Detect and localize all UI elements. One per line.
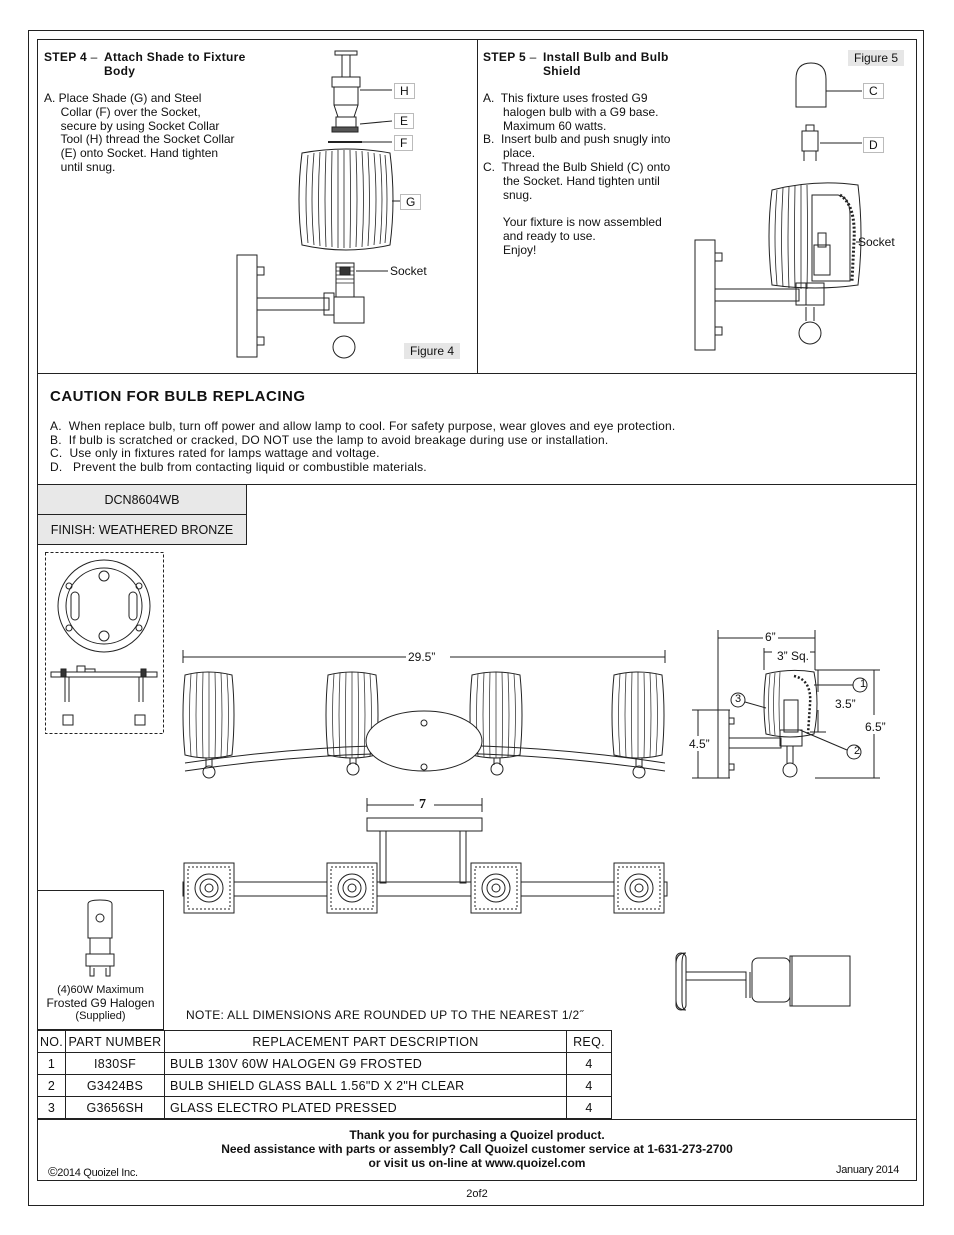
step4-number: STEP 4 bbox=[44, 50, 87, 64]
step5-title: STEP 5 – Install Bulb and Bulb Shield bbox=[483, 50, 669, 78]
header-no: NO. bbox=[37, 1030, 66, 1053]
dim-overall-height: 6.5” bbox=[864, 720, 887, 734]
caution-text: A. When replace bulb, turn off power and… bbox=[50, 419, 676, 474]
figure4-label-h: H bbox=[394, 83, 415, 99]
page-outer-border bbox=[28, 30, 924, 1206]
callout-3: 3 bbox=[734, 693, 742, 705]
dim-spacing: 7 bbox=[419, 797, 426, 812]
bulb-caption: (4)60W Maximum Frosted G9 Halogen (Suppl… bbox=[37, 984, 164, 1023]
footer-date: January 2014 bbox=[836, 1164, 900, 1176]
header-part-number: PART NUMBER bbox=[65, 1030, 165, 1053]
footer-website: or visit us on-line at www.quoizel.com bbox=[368, 1156, 586, 1170]
row-part-number: G3656SH bbox=[65, 1096, 165, 1119]
top-view-drawing bbox=[182, 798, 668, 914]
step-divider bbox=[477, 39, 478, 373]
dimension-note: NOTE: ALL DIMENSIONS ARE ROUNDED UP TO T… bbox=[186, 1008, 584, 1022]
figure4-label-g: G bbox=[400, 194, 422, 210]
dim-depth: 6” bbox=[764, 630, 777, 644]
bulb-caption-line3: (Supplied) bbox=[75, 1010, 126, 1022]
side-detail-drawing bbox=[675, 952, 851, 1011]
row-no: 1 bbox=[37, 1052, 66, 1075]
row-no: 3 bbox=[37, 1096, 66, 1119]
dim-backplate: 3” Sq. bbox=[776, 649, 811, 663]
page-number: 2of2 bbox=[466, 1188, 488, 1200]
callout-2: 2 bbox=[853, 745, 861, 757]
step5-title-line1: Install Bulb and Bulb bbox=[543, 50, 669, 64]
row-part-number: G3424BS bbox=[65, 1074, 165, 1097]
step5-instructions: A. This fixture uses frosted G9 halogen … bbox=[483, 91, 671, 257]
row-req: 4 bbox=[566, 1096, 612, 1119]
figure4-label-f: F bbox=[394, 135, 414, 151]
model-finish: FINISH: WEATHERED BRONZE bbox=[37, 514, 247, 545]
step5-title-line2: Shield bbox=[543, 64, 581, 78]
bulb-caption-line2: Frosted G9 Halogen bbox=[46, 996, 155, 1010]
caution-title: CAUTION FOR BULB REPLACING bbox=[50, 388, 306, 405]
header-description: REPLACEMENT PART DESCRIPTION bbox=[164, 1030, 567, 1053]
step4-title-line2: Body bbox=[104, 64, 136, 78]
figure4-caption: Figure 4 bbox=[404, 343, 461, 359]
row-description: BULB SHIELD GLASS BALL 1.56"D X 2"H CLEA… bbox=[164, 1074, 567, 1097]
step5-number: STEP 5 bbox=[483, 50, 526, 64]
footer-assistance: Need assistance with parts or assembly? … bbox=[221, 1142, 733, 1156]
figure4-drawing bbox=[236, 50, 402, 359]
section-divider-1 bbox=[37, 373, 917, 374]
footer-copyright: ©2014 Quoizel Inc. bbox=[48, 1164, 138, 1179]
section-divider-2 bbox=[37, 484, 917, 485]
bulb-icon bbox=[85, 899, 115, 977]
row-description: GLASS ELECTRO PLATED PRESSED bbox=[164, 1096, 567, 1119]
bulb-box bbox=[37, 890, 164, 1030]
figure5-label-socket: Socket bbox=[858, 235, 895, 249]
row-req: 4 bbox=[566, 1074, 612, 1097]
dim-arm-height: 4.5” bbox=[688, 737, 711, 751]
footer-thanks: Thank you for purchasing a Quoizel produ… bbox=[349, 1128, 605, 1142]
dim-width: 29.5” bbox=[406, 650, 438, 664]
row-no: 2 bbox=[37, 1074, 66, 1097]
figure5-drawing bbox=[694, 62, 862, 351]
section-divider-3 bbox=[37, 1119, 917, 1120]
callout-1: 1 bbox=[859, 678, 867, 690]
figure5-caption: Figure 5 bbox=[848, 50, 905, 66]
copyright-icon: © bbox=[48, 1164, 58, 1179]
mounting-bracket-drawing bbox=[45, 552, 164, 734]
header-req: REQ. bbox=[566, 1030, 612, 1053]
step4-title: STEP 4 – Attach Shade to Fixture Body bbox=[44, 50, 246, 78]
parts-table-header: NO. PART NUMBER REPLACEMENT PART DESCRIP… bbox=[37, 1030, 612, 1053]
row-description: BULB 130V 60W HALOGEN G9 FROSTED bbox=[164, 1052, 567, 1075]
step4-title-line1: Attach Shade to Fixture bbox=[104, 50, 246, 64]
figure5-label-c: C bbox=[863, 83, 884, 99]
copyright-text: 2014 Quoizel Inc. bbox=[57, 1167, 138, 1179]
step4-instructions: A. Place Shade (G) and Steel Collar (F) … bbox=[44, 91, 235, 174]
parts-table: NO. PART NUMBER REPLACEMENT PART DESCRIP… bbox=[37, 1030, 612, 1119]
bulb-caption-line1: (4)60W Maximum bbox=[57, 984, 144, 996]
row-req: 4 bbox=[566, 1052, 612, 1075]
figure4-label-e: E bbox=[394, 113, 415, 129]
front-view-drawing bbox=[182, 650, 666, 779]
table-row: 2 G3424BS BULB SHIELD GLASS BALL 1.56"D … bbox=[37, 1074, 612, 1097]
table-row: 1 I830SF BULB 130V 60W HALOGEN G9 FROSTE… bbox=[37, 1052, 612, 1075]
model-number: DCN8604WB bbox=[37, 484, 247, 515]
row-part-number: I830SF bbox=[65, 1052, 165, 1075]
table-row: 3 G3656SH GLASS ELECTRO PLATED PRESSED 4 bbox=[37, 1096, 612, 1119]
figure5-label-d: D bbox=[863, 137, 884, 153]
dim-shade-height: 3.5” bbox=[834, 697, 857, 711]
figure4-label-socket: Socket bbox=[390, 264, 427, 278]
